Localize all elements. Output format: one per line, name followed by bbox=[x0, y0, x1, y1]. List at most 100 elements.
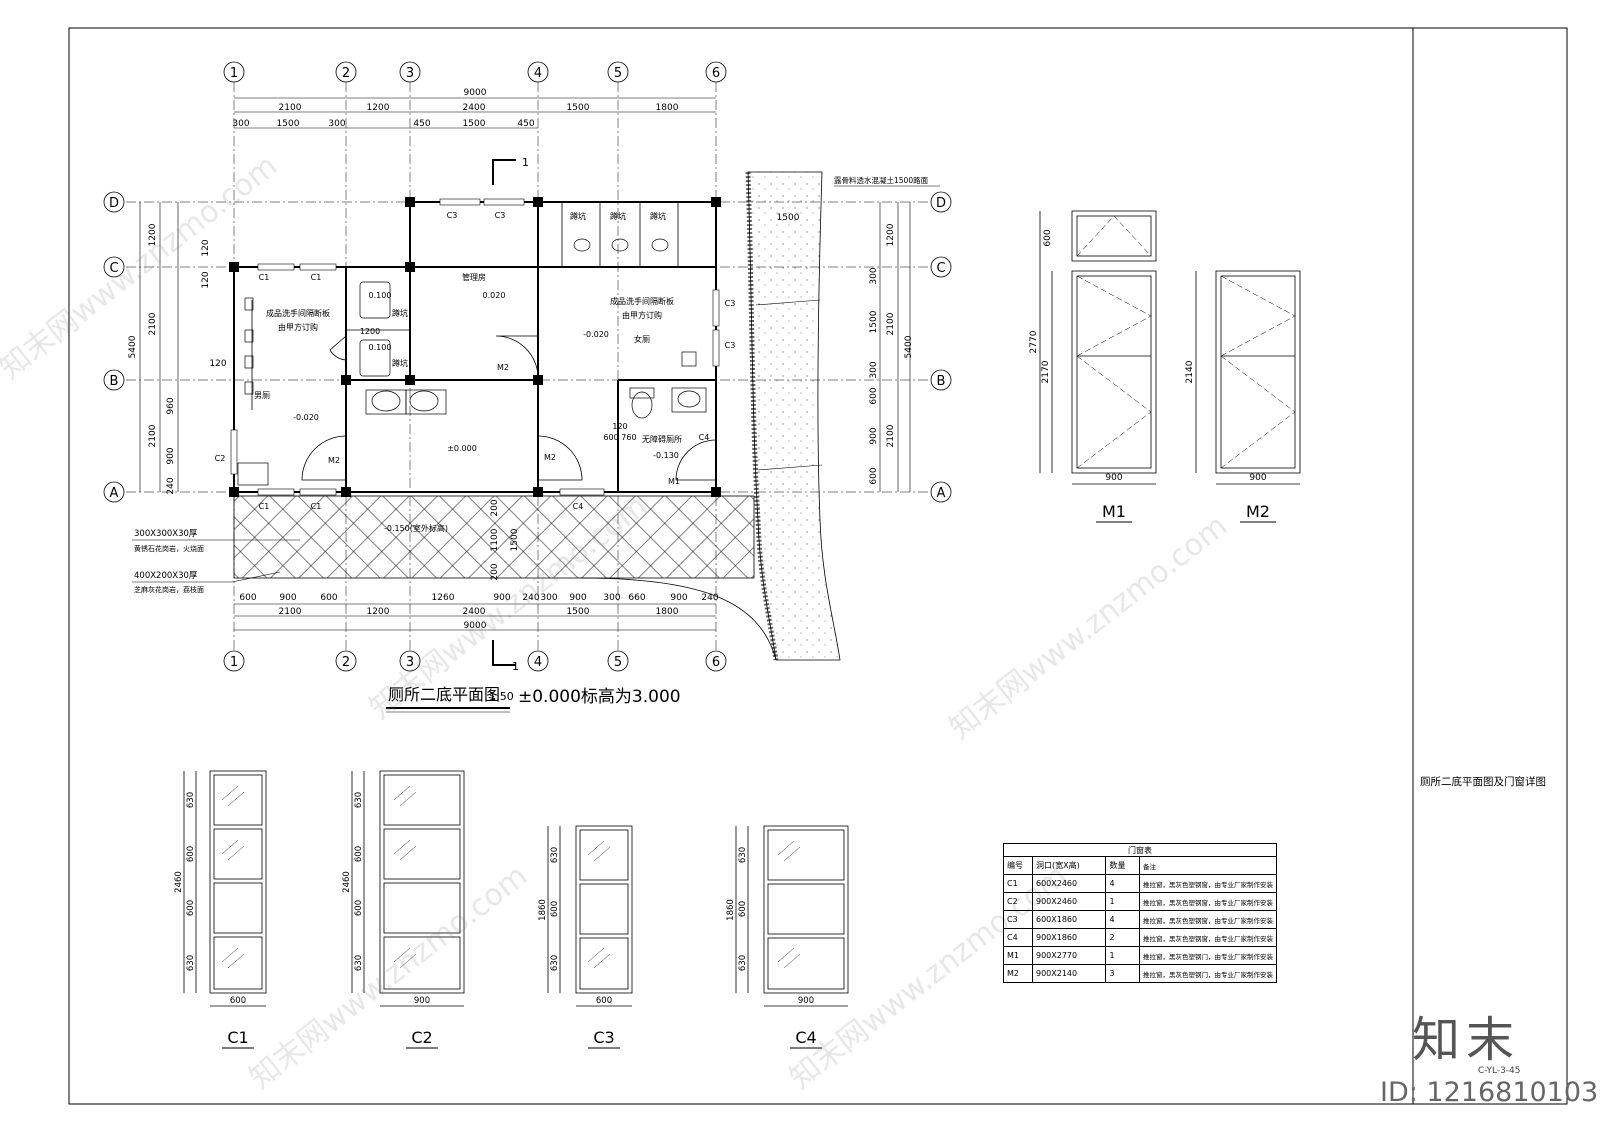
dim-bot-sub-3: 600 bbox=[320, 593, 337, 603]
schedule-qty: 4 bbox=[1105, 910, 1140, 929]
axis-1-bottom: 1 bbox=[230, 655, 238, 670]
dim-left-small-6: 240 bbox=[166, 477, 176, 494]
axis-4-bottom: 4 bbox=[534, 655, 542, 670]
table-row: M2 900X2140 3 推拉窗，黑灰色塑钢门，由专业厂家制作安装 bbox=[1003, 964, 1277, 983]
m1-height: 2770 bbox=[1029, 330, 1039, 353]
room-storage: 管理房 bbox=[462, 272, 486, 282]
axis-6-top: 6 bbox=[712, 66, 720, 81]
dim-bot-span-5: 1800 bbox=[656, 607, 679, 617]
schedule-size: 900X2140 bbox=[1031, 964, 1107, 983]
tag-c3-1: C3 bbox=[447, 211, 458, 220]
brand-id: ID: 1216810103 bbox=[1380, 1077, 1599, 1108]
sheet-border bbox=[68, 27, 1568, 1105]
paving-note-1b: 黄锈石花岗岩，火烧面 bbox=[134, 544, 204, 553]
c4-pane-1: 630 bbox=[738, 847, 748, 863]
dim-bot-span-4: 1500 bbox=[567, 607, 590, 617]
m1-width: 900 bbox=[1105, 473, 1122, 483]
c3-pane-3: 630 bbox=[550, 955, 560, 971]
c1-pane-4: 630 bbox=[186, 955, 196, 971]
schedule-size: 900X2460 bbox=[1031, 892, 1107, 911]
dim-bot-sub-12: 240 bbox=[701, 593, 718, 603]
axis-5-top: 5 bbox=[614, 66, 622, 81]
outdoor-level: -0.150(室外标高) bbox=[384, 523, 448, 533]
schedule-qty: 2 bbox=[1105, 928, 1140, 947]
dim-paving-3: 200 bbox=[490, 563, 500, 580]
axis-b-right: B bbox=[937, 374, 946, 389]
accessible-dims: 600 760 bbox=[603, 433, 636, 442]
schedule-size: 900X2770 bbox=[1031, 946, 1107, 965]
m2-label: M2 bbox=[1246, 502, 1270, 521]
dim-top-sub-5: 1500 bbox=[463, 119, 486, 129]
room-women: 女厕 bbox=[634, 334, 650, 344]
schedule-header-size: 洞口(宽X高) bbox=[1031, 856, 1107, 875]
c4-width: 900 bbox=[798, 996, 814, 1006]
squat-label-5: 蹲坑 bbox=[650, 211, 666, 221]
schedule-code: C1 bbox=[1003, 874, 1033, 893]
plan-scale: 1:50 bbox=[489, 690, 514, 703]
dim-top-span-5: 1800 bbox=[656, 103, 679, 113]
c1-height: 2460 bbox=[174, 871, 184, 893]
path-note: 露骨料透水混凝土1500路面 bbox=[834, 175, 929, 185]
dim-top-sub-2: 1500 bbox=[277, 119, 300, 129]
axis-3-top: 3 bbox=[406, 66, 414, 81]
schedule-note: 推拉窗，黑灰色塑钢窗，由专业厂家制作安装 bbox=[1139, 892, 1277, 911]
table-row: C3 600X1860 4 推拉窗，黑灰色塑钢窗，由专业厂家制作安装 bbox=[1003, 910, 1277, 929]
dim-top-span-4: 1500 bbox=[567, 103, 590, 113]
dim-bot-span-3: 2400 bbox=[463, 607, 486, 617]
axis-5-bottom: 5 bbox=[614, 655, 622, 670]
table-row: M1 900X2770 1 推拉窗，黑灰色塑钢门，由专业厂家制作安装 bbox=[1003, 946, 1277, 965]
dim-bot-sub-5: 900 bbox=[493, 593, 510, 603]
partition-note-2-right: 由甲方订购 bbox=[622, 310, 662, 320]
door-details: 600 2770 2170 900 2140 900 M1 M2 bbox=[1029, 210, 1301, 523]
c1-pane-1: 630 bbox=[186, 792, 196, 808]
schedule-note: 推拉窗，黑灰色塑钢窗，由专业厂家制作安装 bbox=[1139, 874, 1277, 893]
dim-left-span-1: 1200 bbox=[148, 223, 158, 246]
dim-right-small-6: 600 bbox=[869, 467, 879, 484]
c1-label: C1 bbox=[227, 1028, 248, 1047]
door-m2-elevation bbox=[1195, 270, 1301, 485]
dim-right-span-2: 2100 bbox=[886, 312, 896, 335]
dim-right-small-1: 300 bbox=[869, 267, 879, 284]
dim-top-sub-4: 450 bbox=[413, 119, 430, 129]
axis-3-bottom: 3 bbox=[406, 655, 414, 670]
dim-bot-sub-8: 900 bbox=[569, 593, 586, 603]
tag-c3-3: C3 bbox=[725, 299, 736, 308]
dim-top-sub-3: 300 bbox=[328, 119, 345, 129]
dim-right-small-2: 1500 bbox=[869, 310, 879, 333]
section-mark-bottom: 1 bbox=[512, 660, 519, 673]
dim-paving-4: 1500 bbox=[510, 528, 520, 551]
door-window-schedule: 门窗表 编号 洞口(宽X高) 数量 备注 C1 600X2460 4 推拉窗，黑… bbox=[1003, 843, 1277, 983]
dim-bot-sub-10: 660 bbox=[628, 593, 645, 603]
dim-bot-sub-4: 1260 bbox=[432, 593, 455, 603]
dim-left-span-2: 2100 bbox=[148, 312, 158, 335]
dim-left-small-1: 120 bbox=[201, 239, 211, 256]
c3-width: 600 bbox=[596, 996, 612, 1006]
sheet-title: 厕所二底平面图及门窗详图 bbox=[1420, 776, 1546, 788]
dim-top-total: 9000 bbox=[464, 88, 487, 98]
dim-left-span-3: 2100 bbox=[148, 424, 158, 447]
table-row: C2 900X2460 1 推拉窗，黑灰色塑钢窗，由专业厂家制作安装 bbox=[1003, 892, 1277, 911]
tag-c2: C2 bbox=[215, 454, 226, 463]
watermark-text-3: 知末网www.znzmo.com bbox=[943, 508, 1234, 746]
schedule-qty: 1 bbox=[1105, 946, 1140, 965]
tag-c3-2: C3 bbox=[495, 211, 506, 220]
schedule-code: C4 bbox=[1003, 928, 1033, 947]
dim-left-small-4: 960 bbox=[166, 397, 176, 414]
axis-4-top: 4 bbox=[534, 66, 542, 81]
c3-pane-1: 630 bbox=[550, 847, 560, 863]
m1-label: M1 bbox=[1102, 502, 1126, 521]
accessible-dim-120: 120 bbox=[612, 422, 627, 431]
squat-label-2: 蹲坑 bbox=[392, 358, 408, 368]
dim-path-width: 1500 bbox=[777, 213, 800, 223]
squat-label-3: 蹲坑 bbox=[570, 211, 586, 221]
c3-pane-2: 600 bbox=[550, 901, 560, 917]
axis-d-left: D bbox=[109, 196, 119, 211]
c1-width: 600 bbox=[230, 996, 246, 1006]
schedule-qty: 1 bbox=[1105, 892, 1140, 911]
m2-height: 2140 bbox=[1185, 360, 1195, 383]
dim-top-span-1: 2100 bbox=[279, 103, 302, 113]
dim-bot-total: 9000 bbox=[464, 621, 487, 631]
schedule-size: 600X1860 bbox=[1031, 910, 1107, 929]
floor-plan: 1 2 3 4 5 6 1 2 3 4 5 6 D C B A D C B A bbox=[103, 61, 952, 713]
